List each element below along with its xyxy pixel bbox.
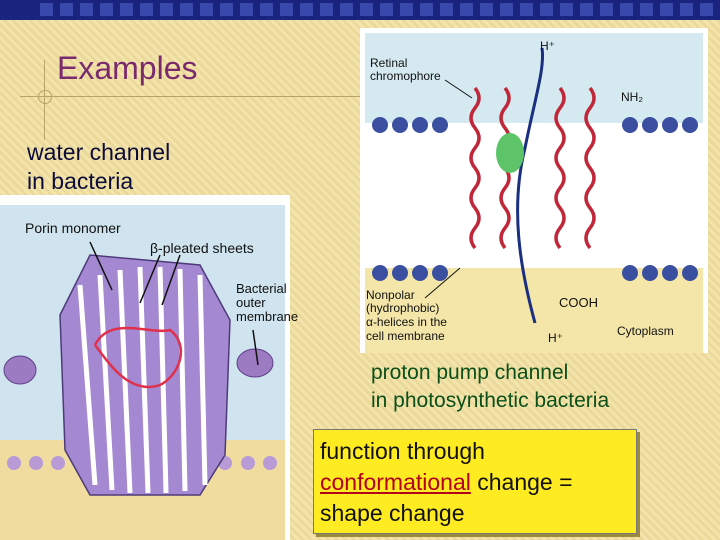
- bar-square: [560, 3, 573, 16]
- porin-illustration: [0, 195, 290, 540]
- retinal-label-line2: chromophore: [370, 69, 441, 83]
- lipid-heads-top: [372, 117, 698, 133]
- bar-square: [100, 3, 113, 16]
- bar-square: [480, 3, 493, 16]
- outer-membrane-line1: Bacterial: [236, 281, 287, 296]
- bar-square: [240, 3, 253, 16]
- nh2-label: NH₂: [621, 90, 643, 104]
- h-plus-top: H⁺: [540, 39, 555, 53]
- nonpolar-line2: (hydrophobic): [366, 301, 440, 315]
- beta-sheets-label: β-pleated sheets: [150, 240, 254, 256]
- bar-square: [260, 3, 273, 16]
- bar-square: [440, 3, 453, 16]
- bar-square: [120, 3, 133, 16]
- porin-monomer-label: Porin monomer: [25, 220, 121, 236]
- note-line3: shape change: [320, 500, 465, 526]
- bar-square: [580, 3, 593, 16]
- beta-barrel: [59, 254, 231, 496]
- cooh-label: COOH: [559, 295, 598, 310]
- bar-square: [140, 3, 153, 16]
- bar-square: [340, 3, 353, 16]
- guide-line: [20, 96, 360, 97]
- bar-square: [280, 3, 293, 16]
- bar-square: [640, 3, 653, 16]
- top-bar: [0, 0, 720, 20]
- bar-square: [180, 3, 193, 16]
- note-line1: function through: [320, 438, 485, 464]
- proton-pump-illustration: [360, 28, 708, 353]
- note-text: function through conformational change =…: [320, 436, 573, 529]
- bar-square: [200, 3, 213, 16]
- bar-square: [700, 3, 713, 16]
- cytoplasm-label: Cytoplasm: [617, 324, 674, 338]
- red-loop: [93, 326, 182, 389]
- bar-square: [360, 3, 373, 16]
- guide-circle: [38, 90, 52, 104]
- nonpolar-line4: cell membrane: [366, 329, 445, 343]
- bar-square: [380, 3, 393, 16]
- bar-square: [680, 3, 693, 16]
- h-plus-bottom: H⁺: [548, 331, 563, 345]
- note-line2: conformational change =: [320, 467, 573, 498]
- nonpolar-line3: α-helices in the: [366, 315, 447, 329]
- outer-membrane-line3: membrane: [236, 309, 299, 324]
- bar-square: [80, 3, 93, 16]
- bar-square: [300, 3, 313, 16]
- retinal-label-line1: Retinal: [370, 56, 408, 70]
- note-underlined-word: conformational: [320, 469, 471, 495]
- alpha-helices: [469, 86, 596, 250]
- water-channel-line1: water channel: [27, 139, 171, 165]
- note-box: function through conformational change =…: [313, 429, 637, 534]
- bar-square: [540, 3, 553, 16]
- page-title: Examples: [57, 50, 198, 86]
- bar-square: [620, 3, 633, 16]
- water-channel-line2: in bacteria: [27, 168, 134, 194]
- bar-square: [60, 3, 73, 16]
- proton-pump-caption-line2: in photosynthetic bacteria: [371, 389, 610, 412]
- bar-square: [400, 3, 413, 16]
- bar-square: [160, 3, 173, 16]
- note-line2-rest: change =: [470, 469, 573, 495]
- bar-square: [520, 3, 533, 16]
- lipid-heads-bottom: [372, 265, 698, 281]
- bar-square: [420, 3, 433, 16]
- bar-square: [220, 3, 233, 16]
- membrane-heads-top: [3, 348, 274, 385]
- retinal-chromophore: [496, 133, 524, 173]
- bar-square: [460, 3, 473, 16]
- outer-membrane-line2: outer: [236, 295, 266, 310]
- bar-square: [40, 3, 53, 16]
- nonpolar-line1: Nonpolar: [366, 288, 415, 302]
- membrane-heads-bottom: [7, 456, 277, 470]
- bar-square: [320, 3, 333, 16]
- bar-square: [600, 3, 613, 16]
- bar-square: [500, 3, 513, 16]
- bar-square: [660, 3, 673, 16]
- proton-pump-caption-line1: proton pump channel: [371, 361, 569, 384]
